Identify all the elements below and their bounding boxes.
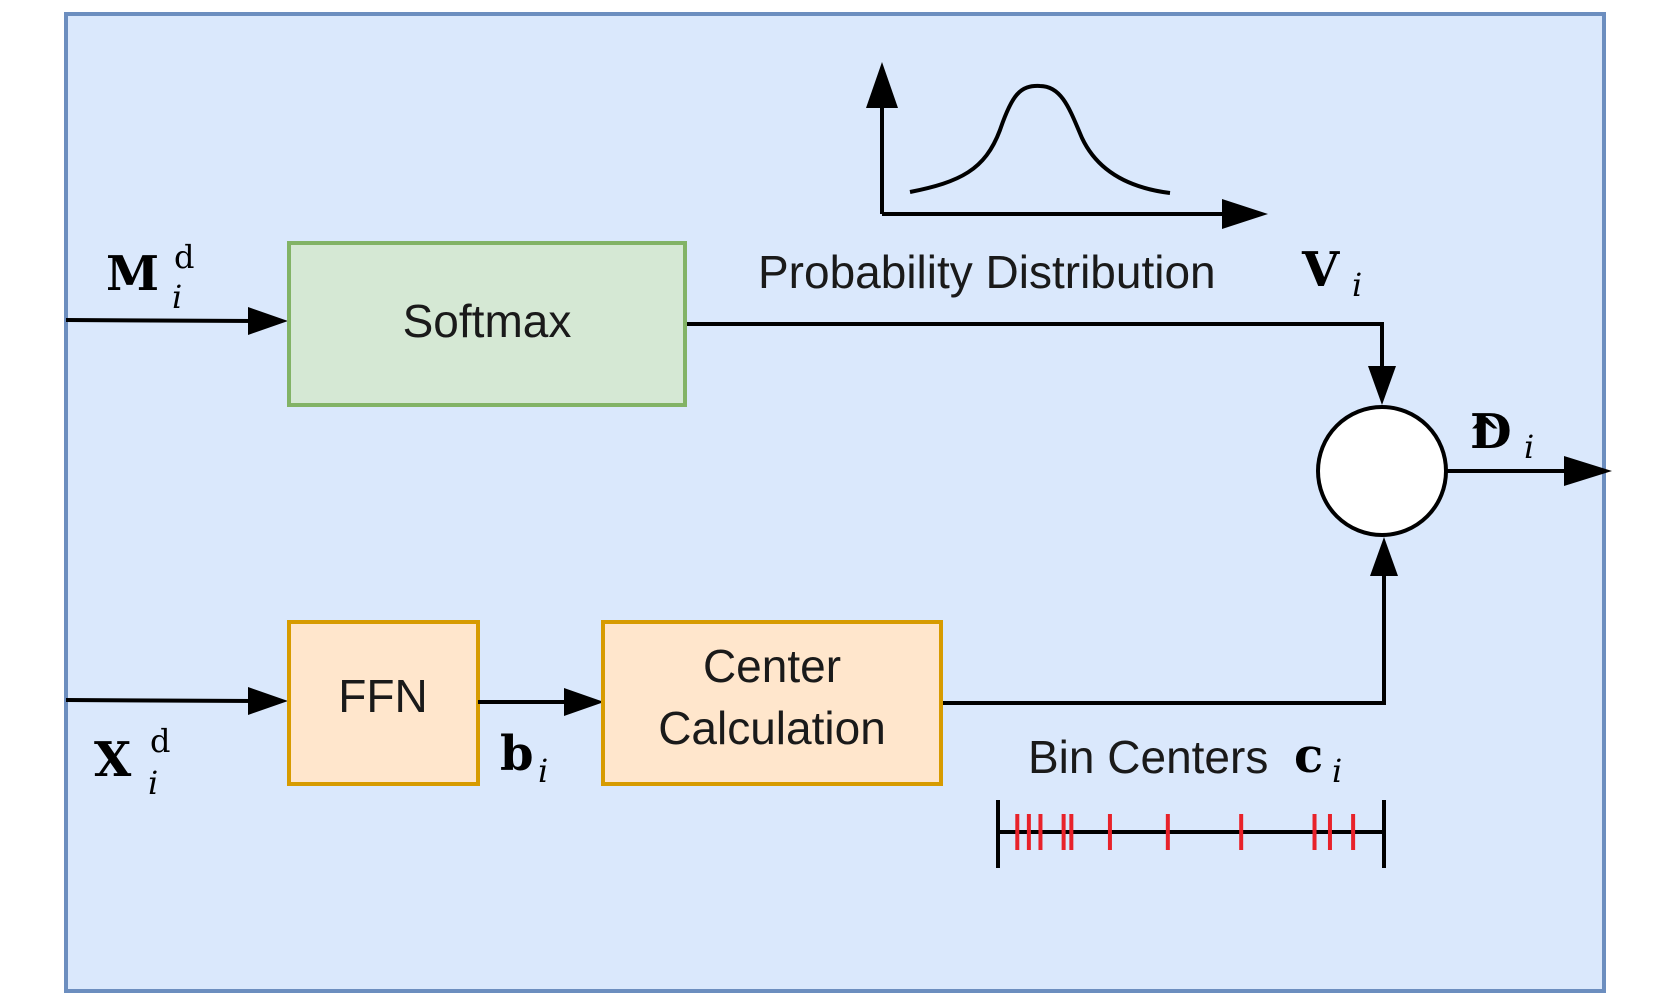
symbol-m: M d i [106,238,194,316]
probability-distribution-plot [866,62,1268,229]
symbol-x-sub: i [148,764,158,802]
bin-centers-label: Bin Centers [1028,731,1268,783]
input-m-arrow [65,307,288,335]
symbol-b: b i [500,726,548,790]
bin-center-ticks [1015,814,1356,850]
output-d-arrow [1446,456,1612,486]
symbol-d-hat: ^ D i [1468,404,1534,466]
plot-x-arrowhead [1222,199,1268,229]
symbol-v-sub: i [1352,266,1362,304]
symbol-d-base: D [1470,404,1512,460]
symbol-c-base: c [1294,728,1323,784]
center-calculation-line1: Center [703,640,841,692]
symbol-c: c i [1294,728,1342,790]
softmax-block [287,241,687,407]
ffn-label: FFN [338,670,427,722]
symbol-m-base: M [106,246,159,302]
center-to-node-arrow [943,537,1398,705]
symbol-m-sup: d [174,238,194,276]
symbol-b-base: b [500,726,534,782]
symbol-v-base: V [1301,242,1340,298]
symbol-d-sub: i [1524,428,1534,466]
probability-distribution-label: Probability Distribution [758,246,1216,298]
symbol-x-sup: d [150,722,170,760]
bin-centers-line [996,800,1386,868]
combine-node [1316,405,1448,537]
symbol-x: X d i [94,722,170,802]
input-x-arrow [65,687,288,715]
distribution-curve [909,83,1171,195]
symbol-d-accent: ^ [1468,410,1502,457]
softmax-to-node-arrow [687,322,1396,405]
symbol-b-sub: i [538,752,548,790]
center-calculation-line2: Calculation [658,702,886,754]
softmax-label: Softmax [403,295,572,347]
symbol-x-base: X [94,732,132,788]
plot-y-arrowhead [866,62,898,108]
symbol-v: V i [1301,242,1362,304]
symbol-m-sub: i [172,278,182,316]
symbol-c-sub: i [1332,752,1342,790]
ffn-to-center-arrow [478,688,604,716]
center-calculation-block [601,620,943,786]
